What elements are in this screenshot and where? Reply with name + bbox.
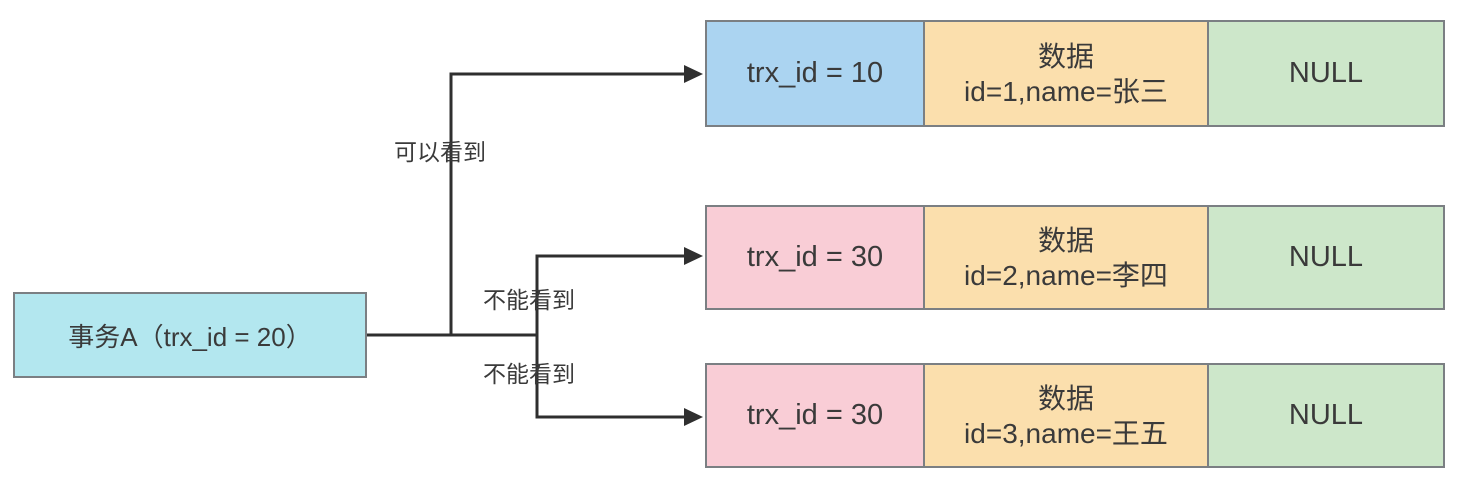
arrowhead-row3 [684,408,703,426]
data-cell-value: id=1,name=张三 [964,75,1168,107]
trx-id-cell: trx_id = 30 [707,365,923,466]
data-cell-title: 数据 [1037,40,1094,72]
transaction-box: 事务A（trx_id = 20） [13,292,367,378]
arrowhead-row2 [684,247,703,265]
edge-label-cannot-see-1: 不能看到 [483,287,575,313]
data-cell-title: 数据 [1037,224,1094,256]
trx-id-cell: trx_id = 10 [707,22,923,125]
version-row-1: trx_id = 10 数据 id=1,name=张三 NULL [705,20,1445,127]
data-cell-value: id=3,name=王五 [964,417,1168,449]
edge-label-can-see: 可以看到 [394,139,486,165]
data-cell-value: id=2,name=李四 [964,259,1168,291]
data-cell: 数据 id=1,name=张三 [923,22,1207,125]
data-cell-title: 数据 [1037,382,1094,414]
version-row-3: trx_id = 30 数据 id=3,name=王五 NULL [705,363,1445,468]
data-cell: 数据 id=3,name=王五 [923,365,1207,466]
roll-pointer-cell: NULL [1207,22,1443,125]
edge-label-cannot-see-2: 不能看到 [483,361,575,387]
data-cell: 数据 id=2,name=李四 [923,207,1207,308]
trx-id-cell: trx_id = 30 [707,207,923,308]
transaction-label: 事务A（trx_id = 20） [68,321,312,352]
connector-branch-row2 [535,254,686,335]
connector-branch-row3 [535,335,686,419]
arrowhead-row1 [684,65,703,83]
roll-pointer-cell: NULL [1207,207,1443,308]
version-row-2: trx_id = 30 数据 id=2,name=李四 NULL [705,205,1445,310]
connector-branch-row1 [449,72,686,335]
roll-pointer-cell: NULL [1207,365,1443,466]
